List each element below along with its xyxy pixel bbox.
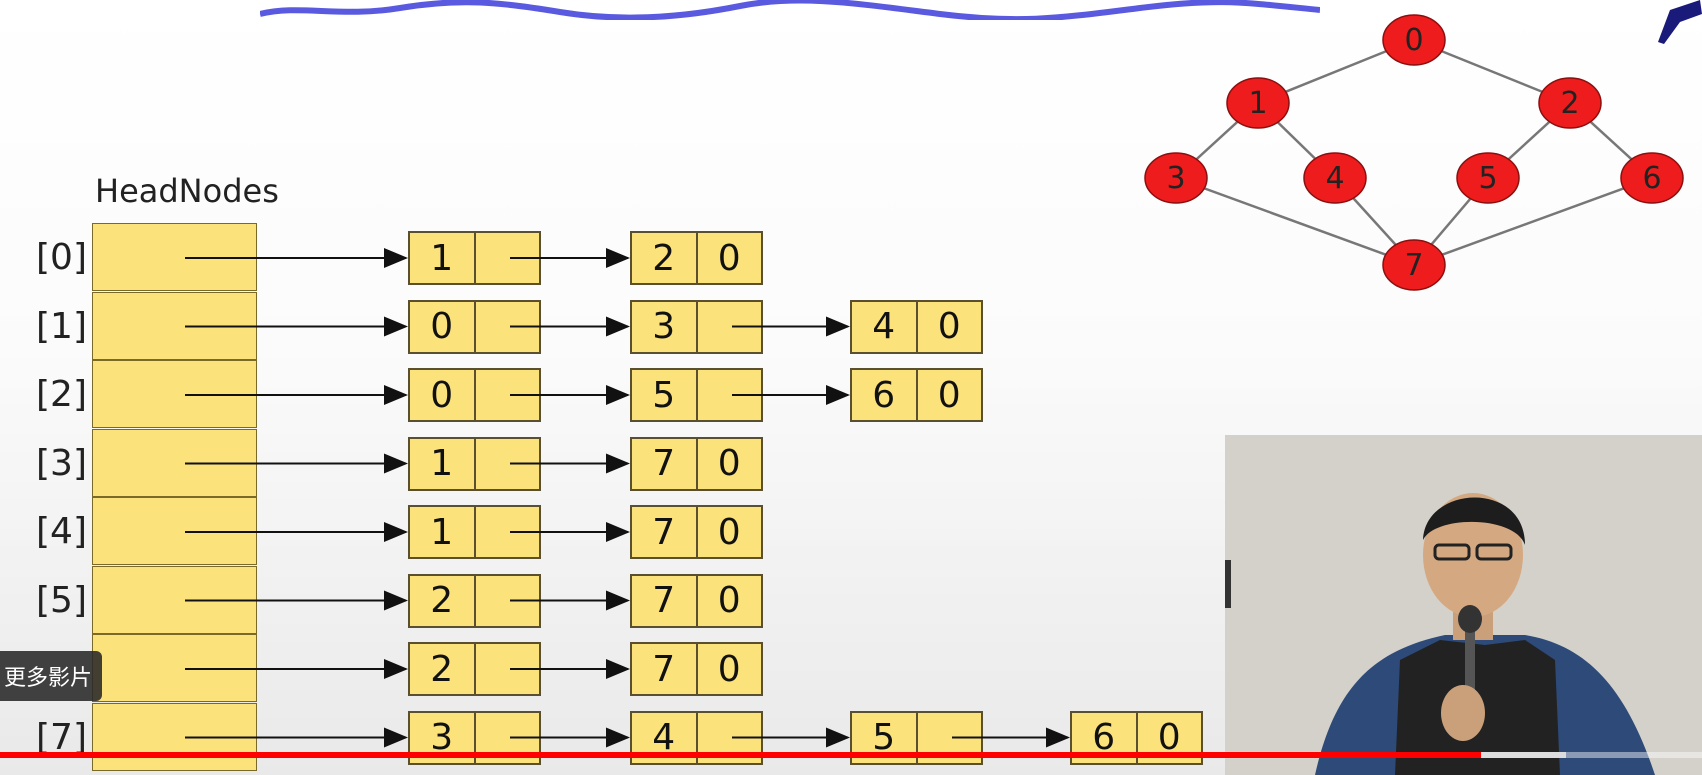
graph-node-label: 0 (1404, 23, 1423, 58)
node-vertex: 2 (410, 575, 476, 626)
graph-node (1226, 77, 1290, 129)
node-vertex: 3 (410, 712, 476, 763)
headnode-cell (92, 428, 257, 497)
node-vertex: 6 (1072, 712, 1138, 763)
node-vertex: 0 (410, 301, 476, 352)
graph-node-label: 1 (1248, 86, 1267, 121)
node-vertex: 2 (410, 644, 476, 694)
row-index-label: [5] (36, 579, 87, 621)
row-index-label: [3] (36, 442, 87, 484)
graph-node (1538, 77, 1602, 129)
row-index-label: [2] (36, 374, 87, 415)
graph-edge (1175, 176, 1415, 267)
node-vertex: 6 (852, 370, 918, 420)
graph-node (1382, 239, 1446, 291)
node-vertex: 4 (852, 301, 918, 352)
progress-played (0, 752, 1481, 758)
row-index-label: [1] (36, 305, 87, 347)
progress-buffer (1480, 752, 1566, 758)
node-link: 0 (717, 580, 741, 621)
graph-node-label: 4 (1325, 161, 1344, 196)
node-link: 0 (937, 374, 961, 416)
node-vertex: 5 (632, 370, 698, 420)
node-vertex: 7 (632, 438, 698, 489)
node-link: 0 (717, 237, 741, 279)
node-vertex: 7 (632, 507, 698, 557)
row-index-label: [7] (36, 716, 87, 758)
graph-node (1620, 152, 1684, 204)
node-vertex: 3 (632, 301, 698, 352)
node-vertex: 4 (632, 712, 698, 763)
node-link: 0 (937, 306, 961, 347)
progress-bar[interactable] (0, 752, 1702, 758)
node-link: 0 (1157, 717, 1181, 758)
list-node: 0 (408, 299, 541, 354)
graph-node-label: 5 (1478, 161, 1497, 196)
graph-node-label: 6 (1642, 161, 1661, 196)
node-vertex: 1 (410, 233, 476, 283)
headnodes-title: HeadNodes (95, 172, 279, 210)
row-index-label: [0] (36, 237, 87, 278)
presenter-figure (1225, 435, 1702, 775)
graph-node (1144, 152, 1208, 204)
presenter-video-inset (1225, 435, 1702, 775)
node-vertex: 7 (632, 575, 698, 626)
graph-diagram: 0 1 2 3 4 5 6 7 (1144, 14, 1684, 291)
graph-node-label: 7 (1404, 248, 1423, 283)
graph-node-label: 2 (1560, 86, 1579, 121)
headnodes-array (92, 223, 259, 775)
graph-node (1303, 152, 1367, 204)
graph-node-label: 3 (1166, 161, 1185, 196)
graph-node (1382, 14, 1446, 66)
node-vertex: 5 (852, 712, 918, 763)
more-videos-button[interactable]: 更多影片 (0, 651, 103, 701)
node-link: 0 (717, 511, 741, 553)
row-index-label: [4] (36, 511, 87, 552)
graph-edge (1413, 176, 1653, 267)
node-link: 0 (717, 443, 741, 484)
pen-annotation-stroke (260, 0, 1320, 20)
graph-node (1456, 152, 1520, 204)
node-vertex: 7 (632, 644, 698, 694)
pen-annotation-mark (1658, 0, 1702, 44)
node-link: 0 (717, 648, 741, 690)
node-vertex: 2 (632, 233, 698, 283)
node-vertex: 0 (410, 370, 476, 420)
node-vertex: 1 (410, 507, 476, 557)
node-vertex: 1 (410, 438, 476, 489)
